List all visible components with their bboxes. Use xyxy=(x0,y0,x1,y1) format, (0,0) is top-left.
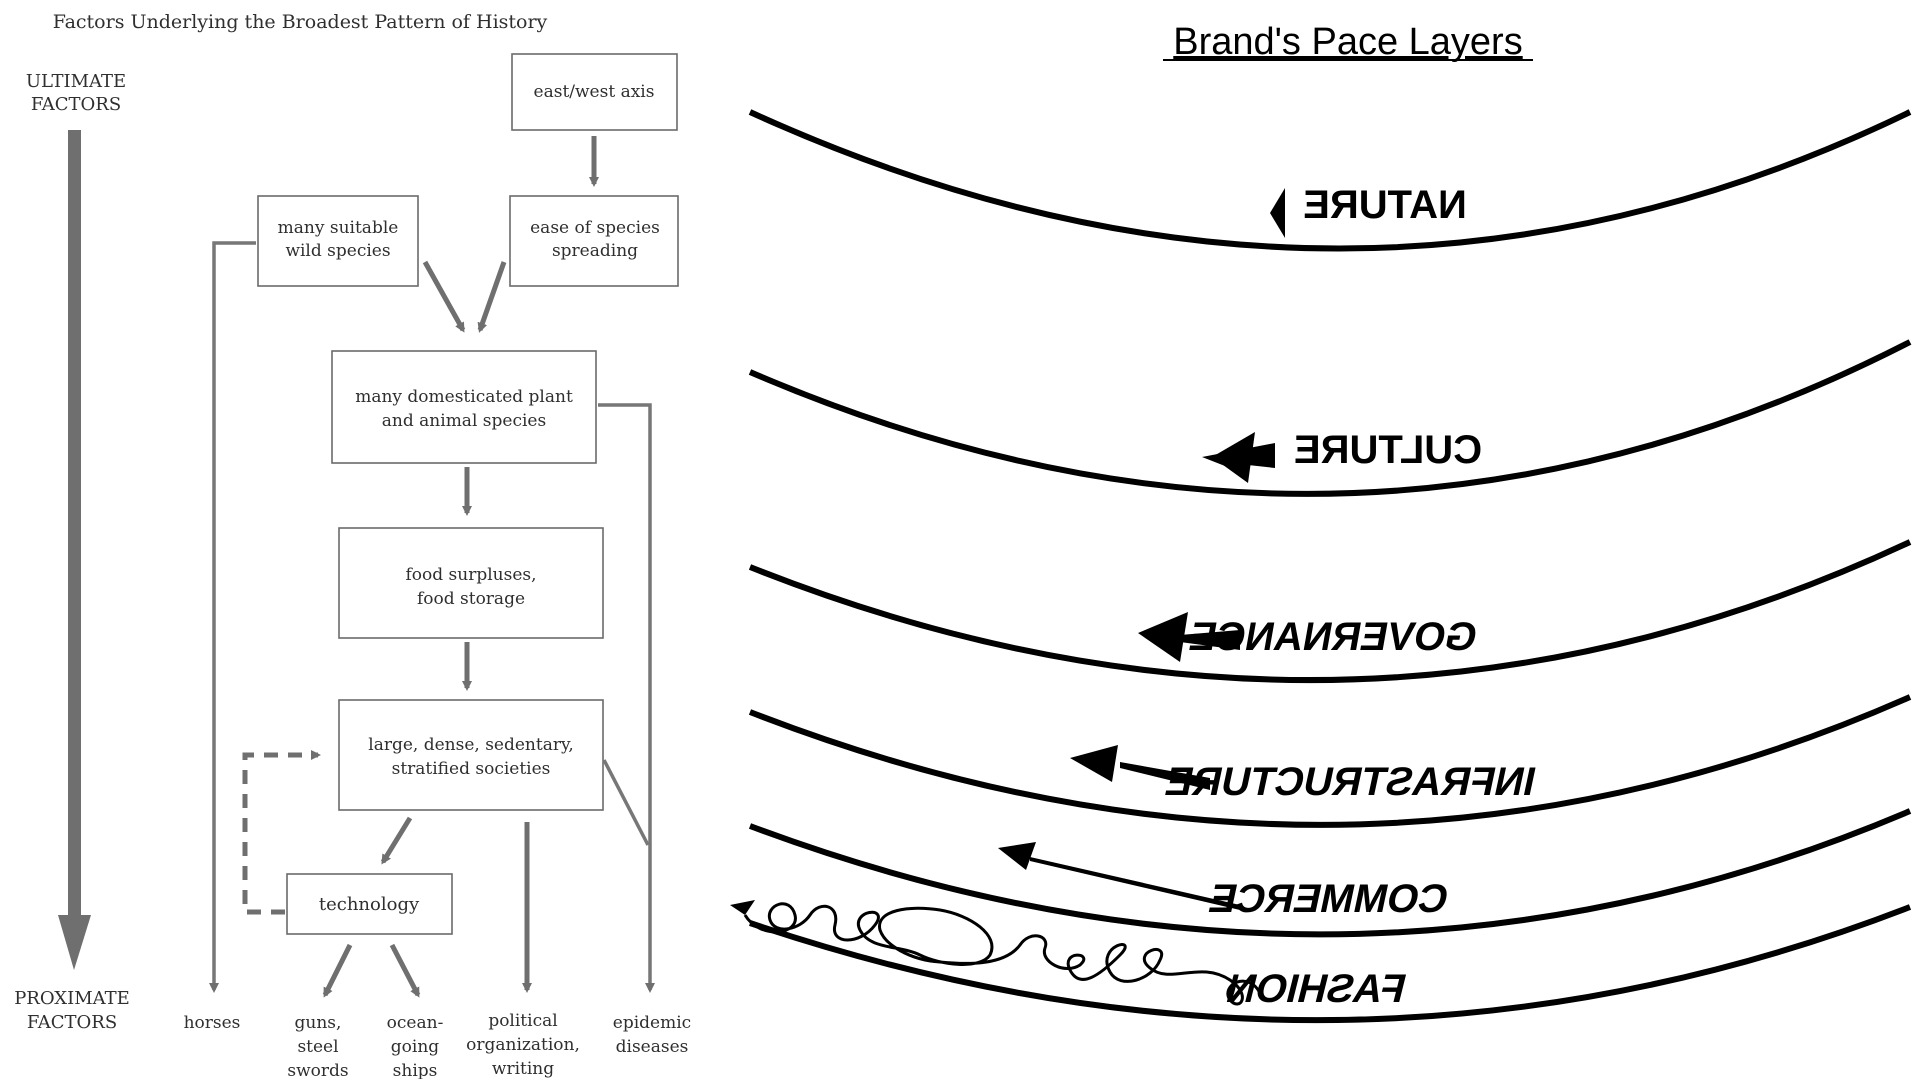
arrow-governance xyxy=(1180,630,1240,650)
outcome-political-line3: writing xyxy=(492,1059,554,1079)
box-stratified-societies: large, dense, sedentary, stratified soci… xyxy=(338,699,604,811)
arrow-spreading-to-domesticated xyxy=(477,261,507,333)
layer-label-nature: NATURE xyxy=(1303,183,1467,227)
layer-label-culture: CULTURE xyxy=(1294,428,1482,472)
ultimate-label-line2: FACTORS xyxy=(31,94,121,115)
svg-text:wild species: wild species xyxy=(285,241,390,261)
pace-layers-title: Brand's Pace Layers xyxy=(1173,21,1522,63)
outcome-political-line2: organization, xyxy=(466,1035,580,1055)
outcome-political-line1: political xyxy=(488,1011,557,1031)
outcome-epidemic-line1: epidemic xyxy=(613,1013,691,1033)
proximate-label-line1: PROXIMATE xyxy=(14,988,130,1009)
layer-label-commerce: COMMERCE xyxy=(1205,875,1452,920)
svg-text:many suitable: many suitable xyxy=(278,218,399,238)
ultimate-label-line1: ULTIMATE xyxy=(26,71,126,92)
arc-fashion-top xyxy=(749,904,1912,1024)
box-ease-spreading: ease of species spreading xyxy=(509,195,679,287)
arrow-technology-to-guns xyxy=(322,943,353,998)
layer-fashion: FASHION xyxy=(730,900,1411,1011)
factors-diagram: Factors Underlying the Broadest Pattern … xyxy=(0,0,700,1081)
layer-commerce: COMMERCE xyxy=(998,842,1453,921)
layer-nature: NATURE xyxy=(1270,183,1467,238)
outcome-horses: horses xyxy=(184,1013,241,1033)
outcome-guns-line2: steel xyxy=(297,1037,338,1057)
layer-culture: CULTURE xyxy=(1202,428,1482,483)
outcome-guns-line3: swords xyxy=(287,1061,348,1079)
line-societies-to-epidemic xyxy=(602,759,650,846)
arc-culture-top xyxy=(748,339,1912,497)
outcome-epidemic-line2: diseases xyxy=(616,1037,689,1057)
arc-governance-top xyxy=(748,539,1912,684)
layer-label-fashion: FASHION xyxy=(1222,966,1411,1011)
svg-text:large, dense, sedentary,: large, dense, sedentary, xyxy=(368,735,573,755)
line-species-to-horses xyxy=(209,241,256,993)
factors-diagram-svg: Factors Underlying the Broadest Pattern … xyxy=(14,11,691,1081)
svg-text:stratified societies: stratified societies xyxy=(392,759,551,779)
box-east-west-axis: east/west axis xyxy=(511,53,678,131)
outcome-ships-line2: going xyxy=(391,1037,440,1057)
box-suitable-species: many suitable wild species xyxy=(257,195,419,287)
box-food-surpluses: food surpluses, food storage xyxy=(338,527,604,639)
arrow-societies-to-technology xyxy=(380,816,413,865)
outcome-ships-line1: ocean- xyxy=(387,1013,444,1033)
arrow-technology-to-ships xyxy=(389,943,421,998)
svg-text:many domesticated plant: many domesticated plant xyxy=(355,387,573,407)
arc-commerce-top xyxy=(748,808,1912,938)
svg-text:spreading: spreading xyxy=(552,241,638,261)
pace-layers-diagram: Brand's Pace Layers NATURE CULTURE GOVER… xyxy=(700,0,1920,1079)
svg-text:technology: technology xyxy=(319,894,420,915)
arrow-infrastructure xyxy=(1120,762,1210,790)
svg-text:and animal species: and animal species xyxy=(382,411,546,431)
svg-text:food storage: food storage xyxy=(417,589,525,609)
outcome-ships-line3: ships xyxy=(393,1061,438,1079)
diagram-title: Factors Underlying the Broadest Pattern … xyxy=(53,11,548,33)
outcome-guns-line1: guns, xyxy=(295,1013,342,1033)
svg-text:east/west axis: east/west axis xyxy=(534,82,655,102)
layer-infrastructure: INFRASTRUCTURE xyxy=(1070,745,1540,804)
pace-layers-svg: Brand's Pace Layers NATURE CULTURE GOVER… xyxy=(730,21,1912,1024)
ultimate-to-proximate-shaft xyxy=(68,130,81,920)
arrow-commerce xyxy=(1030,857,1240,910)
arrow-nature xyxy=(1270,188,1285,238)
arrow-species-to-domesticated xyxy=(422,260,466,333)
arc-infrastructure-top xyxy=(748,694,1912,828)
box-domesticated-species: many domesticated plant and animal speci… xyxy=(331,350,597,464)
line-domesticated-to-epidemic xyxy=(598,403,655,993)
svg-text:food surpluses,: food surpluses, xyxy=(405,565,536,585)
arc-nature xyxy=(748,109,1912,252)
ultimate-to-proximate-arrowhead xyxy=(58,915,91,970)
proximate-label-line2: FACTORS xyxy=(27,1012,117,1033)
box-technology: technology xyxy=(286,873,453,935)
layer-label-infrastructure: INFRASTRUCTURE xyxy=(1162,758,1540,803)
svg-text:ease of species: ease of species xyxy=(530,218,660,238)
fashion-squiggle-path xyxy=(743,902,1262,1006)
layer-governance: GOVERNANCE xyxy=(1138,612,1481,662)
